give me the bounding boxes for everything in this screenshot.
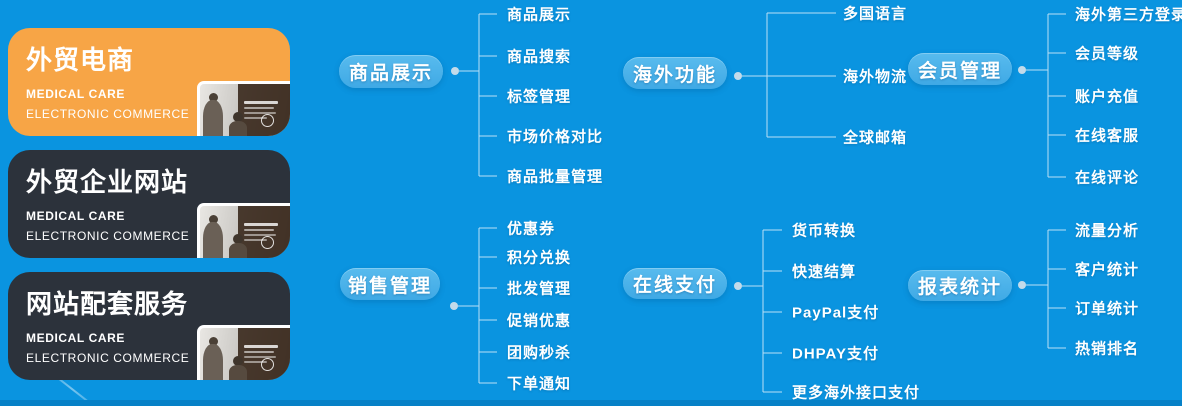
tree-node-report-statistics[interactable]: 报表统计 <box>908 270 1012 301</box>
tree-leaf: 商品批量管理 <box>507 168 604 186</box>
card-subtitle-line2: ELECTRONIC COMMERCE <box>26 350 190 365</box>
card-title: 外贸电商 <box>26 45 135 75</box>
tree-leaf: 订单统计 <box>1075 300 1140 318</box>
tree-leaf: 批发管理 <box>507 280 572 298</box>
card-photo-thumbnail <box>197 203 290 258</box>
tree-node-sales-management[interactable]: 销售管理 <box>340 268 440 300</box>
card-subtitle-line1: MEDICAL CARE <box>26 86 125 101</box>
card-title: 网站配套服务 <box>26 289 189 319</box>
card-subtitle-line1: MEDICAL CARE <box>26 208 125 223</box>
branch-dot <box>1018 66 1026 74</box>
bottom-accent-bar <box>0 400 1182 406</box>
play-circle-icon <box>261 358 274 371</box>
category-card-website-support-services[interactable]: 网站配套服务 MEDICAL CARE ELECTRONIC COMMERCE <box>8 272 290 380</box>
card-title: 外贸企业网站 <box>26 167 189 197</box>
tree-leaf: 海外第三方登录 <box>1075 6 1182 24</box>
tree-leaf: 快速结算 <box>792 263 857 281</box>
tree-leaf: 全球邮箱 <box>843 129 908 147</box>
card-subtitle-line2: ELECTRONIC COMMERCE <box>26 228 190 243</box>
tree-leaf: 商品展示 <box>507 6 572 24</box>
card-photo-thumbnail <box>197 325 290 380</box>
tree-leaf: 海外物流 <box>843 68 908 86</box>
tree-leaf: 在线客服 <box>1075 127 1140 145</box>
tree-leaf: 优惠券 <box>507 220 556 238</box>
tree-leaf: 促销优惠 <box>507 312 572 330</box>
tree-leaf: 团购秒杀 <box>507 344 572 362</box>
tree-leaf: 商品搜索 <box>507 48 572 66</box>
tree-leaf: 账户充值 <box>1075 88 1140 106</box>
tree-leaf: 多国语言 <box>843 5 908 23</box>
tree-leaf: PayPal支付 <box>792 304 880 322</box>
branch-dot <box>734 282 742 290</box>
tree-leaf: 会员等级 <box>1075 45 1140 63</box>
tree-leaf: 积分兑换 <box>507 249 572 267</box>
tree-node-online-payment[interactable]: 在线支付 <box>623 268 727 299</box>
tree-leaf: 客户统计 <box>1075 261 1140 279</box>
play-circle-icon <box>261 236 274 249</box>
branch-dot <box>734 72 742 80</box>
card-subtitle-line1: MEDICAL CARE <box>26 330 125 345</box>
branch-dot <box>450 302 458 310</box>
card-subtitle-line2: ELECTRONIC COMMERCE <box>26 106 190 121</box>
category-card-foreign-trade-ecommerce[interactable]: 外贸电商 MEDICAL CARE ELECTRONIC COMMERCE <box>8 28 290 136</box>
tree-leaf: 标签管理 <box>507 88 572 106</box>
tree-leaf: 热销排名 <box>1075 340 1140 358</box>
branch-dot <box>451 67 459 75</box>
tree-leaf: 货币转换 <box>792 222 857 240</box>
play-circle-icon <box>261 114 274 127</box>
tree-leaf: 市场价格对比 <box>507 128 604 146</box>
tree-leaf: 流量分析 <box>1075 222 1140 240</box>
tree-node-overseas-features[interactable]: 海外功能 <box>623 57 727 89</box>
tree-leaf: DHPAY支付 <box>792 345 880 363</box>
tree-leaf: 在线评论 <box>1075 169 1140 187</box>
tree-node-product-display[interactable]: 商品展示 <box>339 55 443 88</box>
category-card-foreign-trade-website[interactable]: 外贸企业网站 MEDICAL CARE ELECTRONIC COMMERCE <box>8 150 290 258</box>
branch-dot <box>1018 281 1026 289</box>
tree-node-member-management[interactable]: 会员管理 <box>908 53 1012 85</box>
tree-leaf: 更多海外接口支付 <box>792 384 921 402</box>
card-photo-thumbnail <box>197 81 290 136</box>
tree-leaf: 下单通知 <box>507 375 572 393</box>
